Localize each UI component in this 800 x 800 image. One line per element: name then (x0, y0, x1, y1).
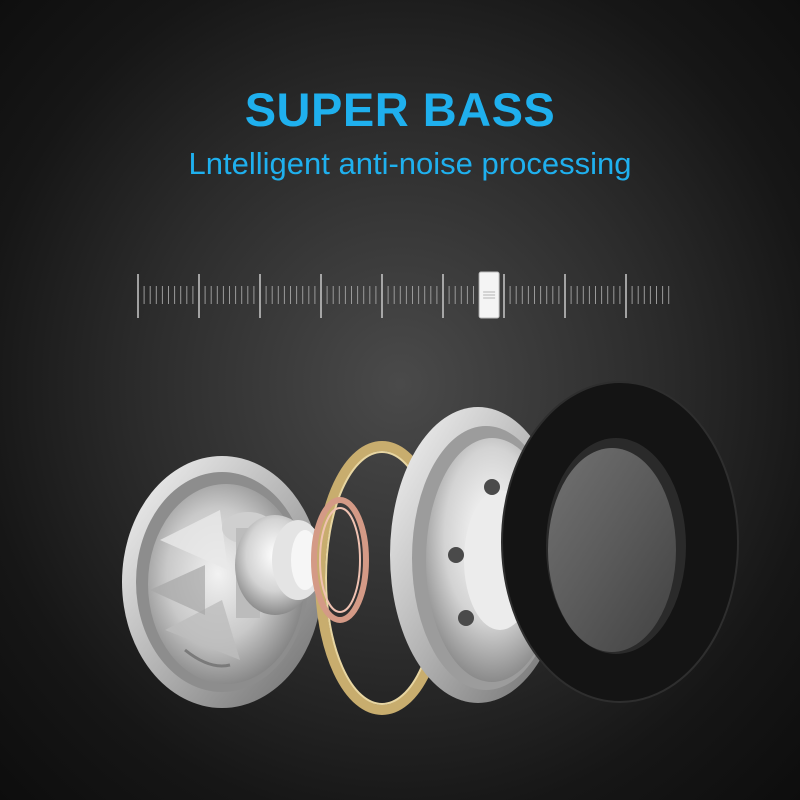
scale-slider-thumb[interactable] (478, 271, 500, 319)
foam-ring (501, 381, 739, 703)
headline-title: SUPER BASS (244, 83, 556, 136)
earphone-exploded-view (122, 381, 739, 715)
headline-subtitle: Lntelligent anti-noise processing (188, 146, 632, 181)
bass-level-scale[interactable] (130, 262, 680, 332)
copper-coil (311, 497, 369, 623)
scale-ticks (137, 274, 670, 318)
